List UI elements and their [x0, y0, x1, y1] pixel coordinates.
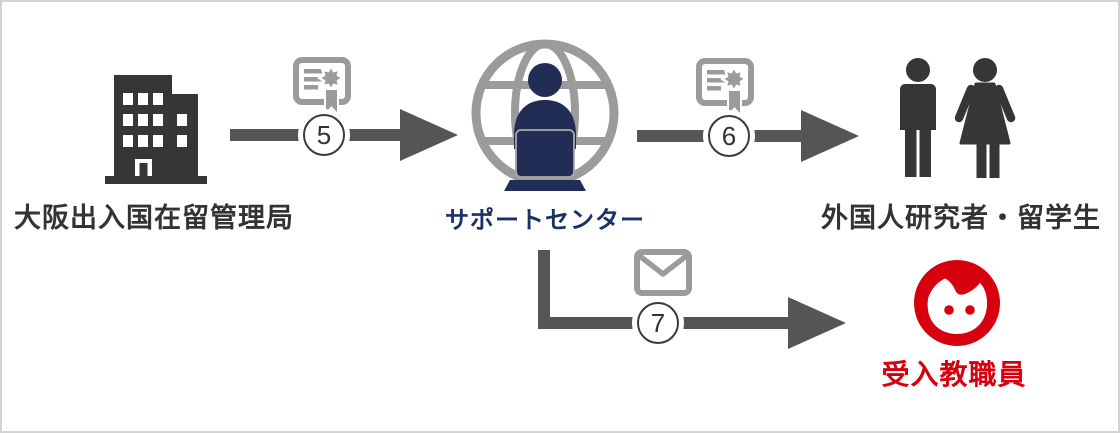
- flow7-step-badge: 7: [637, 302, 679, 344]
- immigration-bureau-label: 大阪出入国在留管理局: [14, 203, 294, 233]
- receiving-staff-label: 受入教職員: [881, 359, 1027, 390]
- man-woman-icon: [888, 58, 1016, 182]
- face-icon: [913, 259, 1001, 347]
- certificate-icon: [696, 57, 754, 119]
- flow5-arrow-head: [400, 109, 458, 161]
- flow7-arrow-head: [788, 297, 846, 349]
- envelope-icon: [634, 248, 692, 297]
- flow6-step-number: 6: [721, 121, 737, 151]
- certificate-icon: [293, 56, 351, 118]
- building-icon: [105, 75, 207, 184]
- globe-operator-icon: [470, 39, 620, 196]
- flow7-elbow-vertical: [538, 250, 550, 329]
- flow6-step-badge: 6: [708, 115, 750, 157]
- flow6-arrow-head: [801, 110, 859, 162]
- support-center-label: サポートセンター: [445, 207, 645, 234]
- flow5-step-number: 5: [316, 120, 332, 150]
- flow7-step-number: 7: [650, 308, 666, 338]
- foreign-researchers-label: 外国人研究者・留学生: [821, 203, 1101, 233]
- flow5-step-badge: 5: [303, 114, 345, 156]
